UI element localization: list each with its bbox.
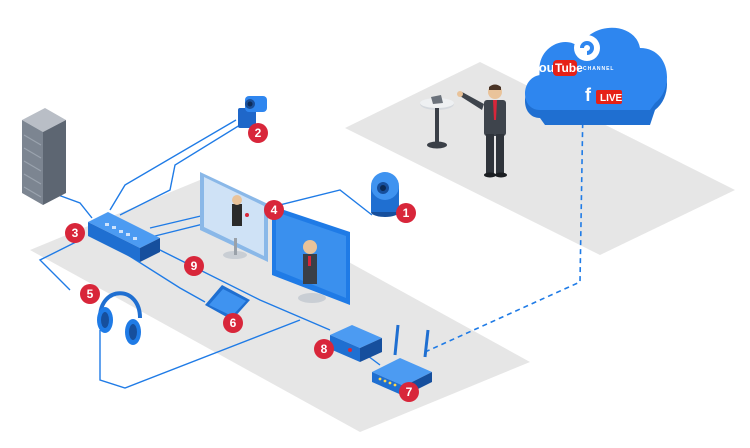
remote-floor bbox=[345, 62, 735, 255]
youtube-tube-text: Tube bbox=[555, 61, 583, 75]
badge-9-label: 9 bbox=[191, 259, 198, 273]
logo-caption: QUICK CHANNEL bbox=[560, 66, 615, 72]
badge-5-label: 5 bbox=[87, 287, 94, 301]
live-badge bbox=[596, 90, 622, 104]
youtube-you-text: You bbox=[531, 60, 555, 75]
badge-8-label: 8 bbox=[321, 342, 328, 356]
badge-1: 1 bbox=[396, 203, 416, 223]
teleprompter-monitor-icon bbox=[200, 172, 350, 305]
badge-6: 6 bbox=[223, 313, 243, 333]
encoder-icon bbox=[330, 325, 382, 362]
badge-6-label: 6 bbox=[230, 316, 237, 330]
facebook-f-icon: f bbox=[585, 85, 592, 105]
bistro-table-icon bbox=[420, 95, 454, 149]
cloud-icon: QUICK CHANNEL You Tube f LIVE bbox=[525, 27, 667, 125]
server-rack-icon bbox=[22, 108, 66, 205]
badge-3: 3 bbox=[65, 223, 85, 243]
video-switcher-icon bbox=[88, 212, 160, 262]
quick-channel-logo-icon bbox=[574, 35, 600, 61]
badge-2: 2 bbox=[248, 123, 268, 143]
badge-4-label: 4 bbox=[271, 203, 278, 217]
tablet-icon bbox=[205, 285, 250, 320]
badge-9: 9 bbox=[184, 256, 204, 276]
wireless-link-line bbox=[424, 103, 584, 353]
ptz-camera-top-icon bbox=[238, 96, 267, 128]
badge-7: 7 bbox=[399, 382, 419, 402]
badge-2-label: 2 bbox=[255, 126, 262, 140]
badge-5: 5 bbox=[80, 284, 100, 304]
headphones-icon bbox=[97, 291, 142, 345]
badge-1-label: 1 bbox=[403, 206, 410, 220]
presenter-icon bbox=[457, 84, 507, 178]
ptz-camera-room-icon bbox=[371, 172, 399, 217]
badge-4: 4 bbox=[264, 200, 284, 220]
badge-8: 8 bbox=[314, 339, 334, 359]
live-label: LIVE bbox=[600, 93, 623, 104]
badge-3-label: 3 bbox=[72, 226, 79, 240]
badge-7-label: 7 bbox=[406, 385, 413, 399]
youtube-badge-icon bbox=[553, 60, 577, 76]
